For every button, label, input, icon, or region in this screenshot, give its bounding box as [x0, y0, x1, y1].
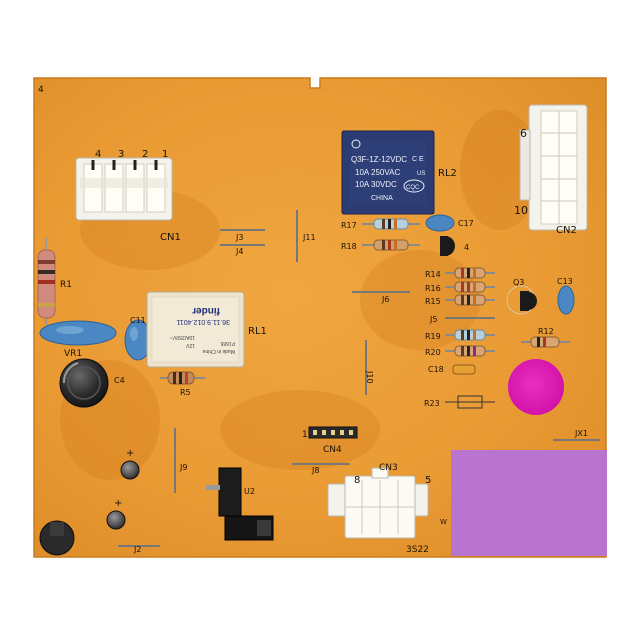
corner-mark: 4: [38, 85, 44, 95]
resistor-r20: [445, 345, 495, 357]
cn4-label: CN4: [323, 445, 342, 455]
r19-label: R19: [425, 332, 441, 341]
j2-label: J2: [133, 545, 141, 554]
cn2-label: CN2: [556, 225, 577, 236]
j9-label: J9: [179, 463, 187, 472]
j4-label: J4: [235, 247, 243, 256]
resistor-r1: [37, 238, 56, 325]
j3-label: J3: [235, 233, 243, 242]
j6-label: J6: [381, 295, 389, 304]
r23-label: R23: [424, 399, 440, 408]
cn3-connector: [327, 467, 429, 539]
svg-text:+: +: [114, 498, 122, 509]
rl1-rating: 10A/250V~: [170, 334, 195, 340]
transistor-q3: [506, 285, 537, 315]
r15-label: R15: [425, 297, 441, 306]
cn1-pin-3: 3: [118, 149, 124, 160]
resistor-r12: [521, 336, 570, 348]
capacitor-c4: [59, 358, 109, 408]
resistor-r19: [445, 329, 495, 341]
jx1-label: JX1: [574, 429, 588, 438]
c17-label: C17: [458, 219, 474, 228]
capacitor-c18: [452, 364, 476, 375]
cn3-label: CN3: [379, 463, 398, 473]
capacitor-c13: [557, 285, 575, 315]
rl2-model: Q3F-1Z-12VDC: [351, 155, 407, 164]
cn3-pin-5: 5: [425, 475, 431, 486]
rl2-label: RL2: [438, 168, 457, 179]
rl1-label: RL1: [248, 326, 267, 337]
cn1-label: CN1: [160, 232, 181, 243]
capacitor-small-2: +: [106, 498, 126, 530]
cn2-pin-10: 10: [514, 204, 528, 217]
q4-label: 4: [464, 243, 469, 252]
resistor-r23: [445, 395, 495, 409]
resistor-r18: [362, 239, 420, 251]
capacitor-c17: [425, 214, 455, 232]
cn4-pin-1: 1: [302, 430, 308, 440]
rl1-code: P1665: [220, 340, 235, 346]
r20-label: R20: [425, 348, 441, 357]
rl1-made-in: Made in China: [203, 348, 235, 354]
rl1-voltage: 12V: [185, 342, 195, 348]
rl2-ce: C E: [412, 156, 424, 163]
j5-label: J5: [429, 315, 437, 324]
rl2-origin: CHINA: [371, 195, 393, 202]
cn1-pin-1: 1: [162, 149, 168, 160]
transistor-q4: [440, 236, 455, 256]
j10-label: J10: [365, 370, 374, 384]
c4-label: C4: [114, 376, 125, 385]
c18-label: C18: [428, 365, 444, 374]
r1-label: R1: [60, 280, 72, 290]
cn1-connector: [75, 157, 173, 221]
vr1-label: VR1: [64, 349, 82, 359]
resistor-r16: [445, 281, 495, 293]
rl2-rating-ac: 10A 250VAC: [355, 168, 400, 177]
inductor-knob: [39, 520, 75, 556]
capacitor-small-1: +: [120, 448, 140, 480]
r14-label: R14: [425, 270, 441, 279]
cn2-pin-6: 6: [520, 127, 527, 140]
rl2-cqc: CQC: [406, 185, 420, 191]
w-label: W: [440, 518, 447, 526]
q3-label: Q3: [513, 278, 524, 287]
r16-label: R16: [425, 284, 441, 293]
resistor-r15: [445, 294, 495, 306]
rl2-us: US: [417, 171, 425, 177]
svg-text:+: +: [126, 448, 134, 459]
rl1-part: 36.11.9.012.4011: [176, 318, 230, 325]
j11-label: J11: [302, 233, 316, 242]
cn1-pin-2: 2: [142, 149, 148, 160]
cn4-header: [308, 426, 358, 439]
u2-label: U2: [244, 487, 255, 496]
resistor-r14: [445, 267, 495, 279]
cn1-pin-4: 4: [95, 149, 101, 160]
relay-rl1: Made in China P1665 12V 10A/250V~ 36.11.…: [146, 291, 245, 368]
resistor-r5: [160, 371, 205, 385]
c11-label: C11: [130, 316, 146, 325]
cn3-pin-8: 8: [354, 475, 360, 486]
r5-label: R5: [180, 388, 191, 397]
r17-label: R17: [341, 221, 357, 230]
magenta-marker-dot: [508, 359, 564, 415]
r12-label: R12: [538, 327, 554, 336]
power-device: [224, 515, 274, 541]
resistor-r17: [362, 218, 420, 230]
rl1-brand: finder: [192, 305, 220, 316]
board-serial: 3S22: [406, 545, 429, 555]
purple-overlay-block: [451, 450, 607, 556]
c13-label: C13: [557, 277, 573, 286]
cn2-connector: [519, 104, 588, 231]
j8-label: J8: [311, 466, 319, 475]
relay-rl2: Q3F-1Z-12VDC C E 10A 250VAC US 10A 30VDC…: [341, 130, 435, 215]
r18-label: R18: [341, 242, 357, 251]
varistor-vr1: [39, 320, 117, 346]
rl2-rating-dc: 10A 30VDC: [355, 180, 397, 189]
